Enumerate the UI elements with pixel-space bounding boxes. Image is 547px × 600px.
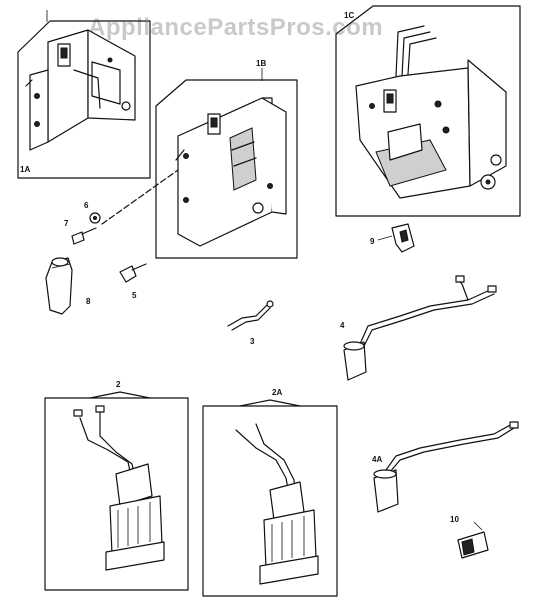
part-7: 7 <box>64 219 97 245</box>
watermark: AppliancePartsPros.com <box>88 14 384 41</box>
part-1c-callout-box <box>335 5 521 217</box>
part-1b-group: 1B <box>155 59 298 259</box>
part-1b-bracket <box>175 97 287 247</box>
label-1b: 1B <box>256 59 266 68</box>
label-8: 8 <box>86 297 91 306</box>
part-3: 3 <box>227 300 274 346</box>
label-4: 4 <box>340 321 345 330</box>
part-1a-group: 1A <box>17 10 151 179</box>
label-2a: 2A <box>272 388 282 397</box>
part-8: 8 <box>45 257 91 315</box>
part-4: 4 <box>340 275 497 381</box>
label-3: 3 <box>250 337 255 346</box>
part-10: 10 <box>450 515 489 559</box>
part-5: 5 <box>119 263 147 300</box>
part-6: 6 <box>84 201 101 224</box>
part-2a-group: 2A <box>202 388 338 597</box>
label-1c: 1C <box>344 11 354 20</box>
part-1a-callout-box <box>17 20 151 179</box>
part-1c-group: 1C <box>335 5 521 217</box>
label-7: 7 <box>64 219 69 228</box>
label-10: 10 <box>450 515 459 524</box>
label-6: 6 <box>84 201 89 210</box>
leader-line-1b <box>101 169 179 225</box>
label-1a: 1A <box>20 165 30 174</box>
part-2a-callout-box <box>202 405 338 597</box>
label-5: 5 <box>132 291 137 300</box>
label-4a: 4A <box>372 455 382 464</box>
part-1a-bracket <box>25 29 136 151</box>
part-2-group: 2 <box>44 380 189 591</box>
part-1b-callout-box <box>155 79 298 259</box>
part-1c-bracket <box>355 25 507 199</box>
part-9: 9 <box>370 223 415 253</box>
label-9: 9 <box>370 237 375 246</box>
part-2-callout-box <box>44 397 189 591</box>
part-4a: 4A <box>372 421 519 513</box>
pressure-switch-2a <box>235 423 319 585</box>
pressure-switch-2 <box>73 405 165 571</box>
label-2: 2 <box>116 380 121 389</box>
